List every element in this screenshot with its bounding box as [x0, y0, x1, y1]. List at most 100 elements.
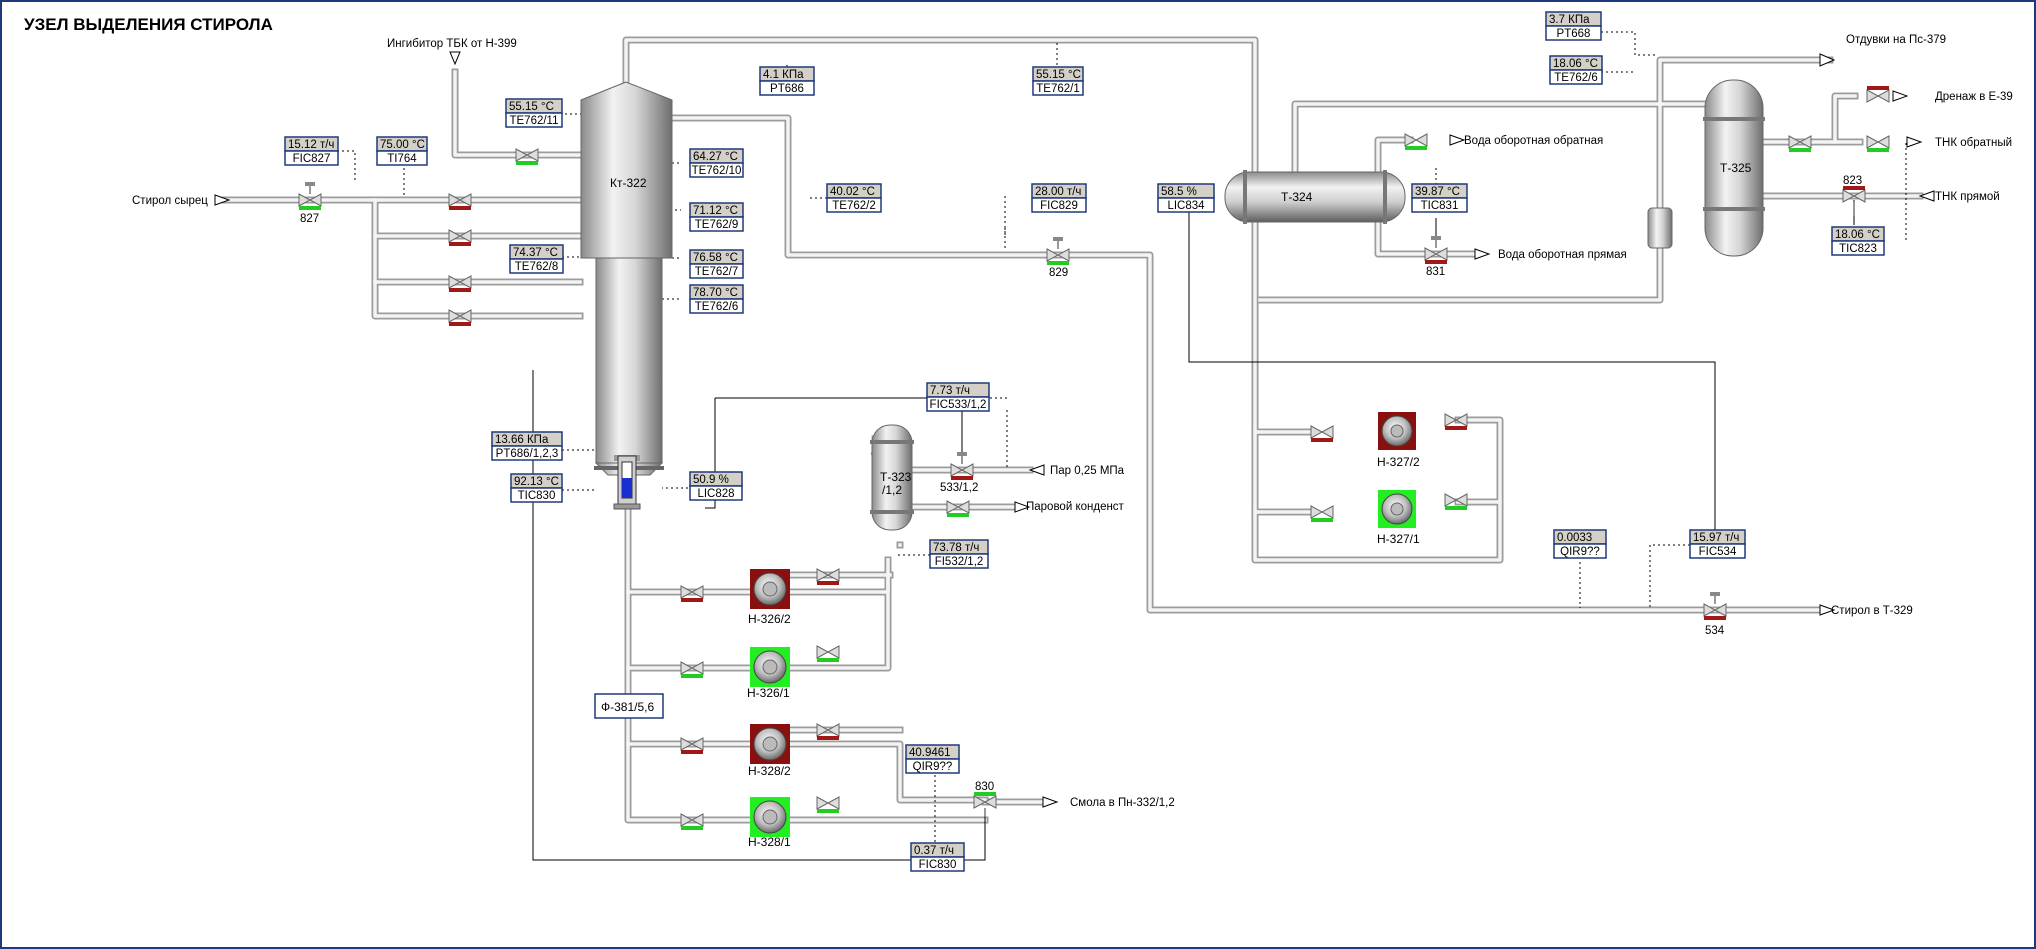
valve-n328-2-suction[interactable]	[680, 737, 704, 754]
f381-label: Ф-381/5,6	[601, 700, 654, 714]
kt322-label: Кт-322	[610, 176, 647, 190]
valve-533[interactable]	[950, 452, 974, 480]
valve-n328-2-discharge[interactable]	[816, 723, 840, 740]
valve-n326-2-suction[interactable]	[680, 585, 704, 602]
valves	[298, 86, 1890, 830]
vessel-t324[interactable]: Т-324	[1224, 170, 1406, 224]
valve-827[interactable]	[298, 182, 322, 210]
pump-n327-1[interactable]: Н-327/1	[1377, 490, 1420, 546]
arrow-condensate	[1014, 501, 1031, 513]
pump-n326-1[interactable]: Н-326/1	[747, 647, 790, 700]
valve-n327-2-discharge[interactable]	[1444, 413, 1468, 430]
filter-f381[interactable]: Ф-381/5,6	[594, 693, 664, 719]
tag-lic834[interactable]: 58.5 %LIC834	[1157, 183, 1215, 213]
reboiler-t323[interactable]: Т-323 /1,2	[870, 424, 914, 531]
t323-label: Т-323	[880, 470, 912, 484]
valve-thk-return[interactable]	[1866, 135, 1890, 152]
tag-id: LIC834	[1167, 200, 1205, 212]
tag-id: TE762/7	[695, 266, 738, 278]
tag-id: FIC830	[919, 859, 957, 871]
tag-value: 55.15 °C	[509, 101, 554, 113]
valve-feed-1[interactable]	[448, 193, 472, 210]
tag-id: LIC828	[697, 488, 734, 500]
valve-feed-2[interactable]	[448, 229, 472, 246]
tag-lic828[interactable]: 50.9 % LIC828	[689, 471, 743, 501]
valve-n326-2-discharge[interactable]	[816, 568, 840, 585]
valve-n327-1-suction[interactable]	[1310, 505, 1334, 522]
tag-id: PT686/1,2,3	[496, 448, 559, 460]
arrow-styrene-raw	[214, 194, 231, 206]
valve-n328-1-suction[interactable]	[680, 813, 704, 830]
vessel-t325[interactable]: Т-325	[1703, 79, 1765, 257]
tag-tic831[interactable]: 39.87 °C TIC831	[1411, 183, 1468, 213]
valve-n327-2-suction[interactable]	[1310, 425, 1334, 442]
pump-n328-2[interactable]: Н-328/2	[748, 724, 791, 778]
valve-drain[interactable]	[1866, 86, 1890, 103]
flow-resin: Смола в Пн-332/1,2	[1070, 797, 1175, 809]
tag-value: 50.9 %	[693, 474, 729, 486]
valve-823[interactable]	[1842, 186, 1866, 216]
valve-n327-1-discharge[interactable]	[1444, 493, 1468, 510]
valve-cw-return[interactable]	[1404, 133, 1428, 150]
valve-condensate[interactable]	[946, 500, 970, 517]
valve-830[interactable]	[973, 792, 997, 817]
tag-id: TIC831	[1421, 200, 1459, 212]
valve-827-label: 827	[300, 213, 319, 225]
flow-styrene-out: Стирол в Т-329	[1831, 605, 1913, 617]
signal-lines	[337, 31, 1907, 861]
valve-829[interactable]	[1046, 237, 1070, 265]
tag-value: 13.66 КПа	[495, 434, 549, 446]
tag-value: 28.00 т/ч	[1035, 186, 1081, 198]
tag-id: TI764	[387, 153, 417, 165]
valve-t325-out[interactable]	[1788, 135, 1812, 152]
valve-n326-1-discharge[interactable]	[816, 645, 840, 662]
valve-feed-4[interactable]	[448, 309, 472, 326]
tag-id: TE762/9	[695, 219, 738, 231]
flow-steam: Пар 0,25 МПа	[1050, 465, 1125, 477]
tag-value: 39.87 °C	[1415, 186, 1460, 198]
tag-te762-7[interactable]: 76.58 °C TE762/7	[689, 249, 744, 279]
pump-n328-1[interactable]: Н-328/1	[748, 797, 791, 849]
tag-value: 18.06 °C	[1553, 58, 1598, 70]
valve-n326-1-suction[interactable]	[680, 661, 704, 678]
valve-831-label: 831	[1426, 266, 1445, 278]
valve-feed-3[interactable]	[448, 275, 472, 292]
valve-534[interactable]	[1703, 592, 1727, 620]
pump-n327-2[interactable]: Н-327/2	[1377, 412, 1420, 469]
column-kt322[interactable]: Кт-322	[580, 81, 673, 476]
tag-value: 0.37 т/ч	[914, 845, 954, 857]
pump-n326-2[interactable]: Н-326/2	[748, 569, 791, 626]
valve-n328-1-discharge[interactable]	[816, 796, 840, 813]
valve-inhibitor[interactable]	[515, 148, 539, 165]
n326-2-label: Н-326/2	[748, 612, 791, 626]
tag-id: TE762/10	[692, 165, 742, 177]
tag-id: TIC823	[1839, 243, 1877, 255]
valve-831[interactable]	[1424, 236, 1448, 264]
tag-value: 76.58 °C	[693, 252, 738, 264]
